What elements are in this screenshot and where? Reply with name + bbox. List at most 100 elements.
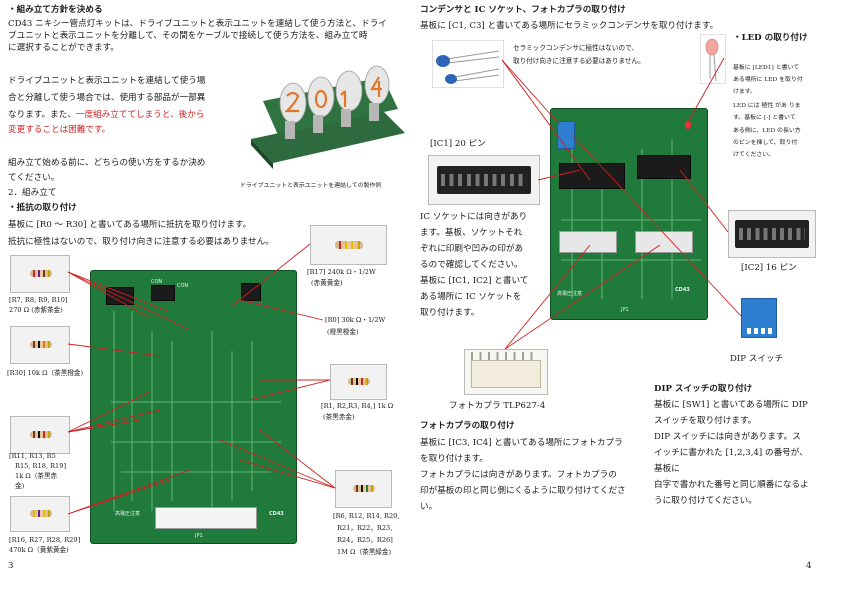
resistor-photo-10k: [10, 326, 70, 364]
ic-socket-16pin-photo: [728, 210, 816, 258]
resistor-label: [R7, R8, R9, R10]: [9, 296, 68, 304]
paragraph-line: ブユニットと表示ユニットを分離して、その間をケーブルで接続して使う方法を、組み立…: [8, 31, 368, 41]
ceramic-capacitor-photo: [432, 40, 504, 88]
section-heading-assembly: 2．組み立て: [8, 188, 57, 198]
paragraph-line: ぞれに印刷や凹みの印があ: [420, 244, 524, 254]
paragraph-line: 組み立て始める前に、どちらの使い方をするか決め: [8, 158, 206, 168]
silkscreen-jp1: JP1: [195, 533, 203, 539]
led-text: LED には 極性 があ りま: [733, 103, 801, 109]
dip-switch-label: DIP スイッチ: [730, 354, 784, 364]
resistor-label: 1M Ω（茶黒緑金): [337, 548, 392, 556]
led-text: ある側に、LED の長い方: [733, 128, 801, 134]
section-heading-dip: DIP スイッチの取り付け: [654, 384, 753, 394]
silkscreen-brand-right: CD43: [675, 287, 690, 293]
resistor-label: R24，R25，R26]: [337, 536, 393, 544]
ic2-label: [IC2] 16 ピン: [741, 263, 797, 273]
ic1-label: [IC1] 20 ピン: [430, 139, 486, 149]
paragraph-line: DIP スイッチには向きがあります。ス: [654, 432, 801, 442]
resistor-label: 1k Ω（茶黒赤: [15, 472, 58, 480]
resistor-photo-1k: [10, 416, 70, 454]
resistor-label: 270 Ω (赤紫茶金): [9, 306, 63, 314]
paragraph-line: ます。基板、ソケットそれ: [420, 228, 523, 238]
drive-unit-pcb-photo: CON CON JP1 CD43 高電圧注意: [90, 270, 297, 544]
assembled-unit-photo: [232, 40, 412, 179]
resistor-label: R15, R18, R19]: [15, 462, 67, 470]
paragraph-line: 白字で書かれた番号と同じ順番になるよ: [654, 480, 809, 490]
led-text: 基板に [LED1] と書いて: [733, 65, 800, 71]
paragraph-line: 取り付けます。: [420, 308, 480, 318]
section-heading-resistors: ・抵抗の取り付け: [8, 203, 77, 213]
paragraph-line: い。: [420, 502, 438, 512]
paragraph-line: 基板に: [654, 464, 680, 474]
resistor-photo-470k: [10, 496, 70, 532]
nixie-unit-illustration: [251, 65, 405, 169]
paragraph-line: IC ソケットには向きがあり: [420, 212, 528, 222]
resistor-photo-1k-b: [330, 364, 387, 400]
ic-socket-20pin-photo: [428, 155, 540, 205]
photo-caption: ドライブユニットと表示ユニットを連結しての製作例: [240, 183, 382, 189]
capacitor-note: セラミックコンデンサに極性はないので、: [513, 44, 639, 52]
resistor-label: [R6, R12, R14, R20,: [333, 512, 400, 520]
warning-text: 変更することは困難です。: [8, 125, 111, 135]
paragraph-line: るので確認してください。: [420, 260, 523, 270]
photocoupler-photo: [464, 349, 548, 395]
paragraph-line: を取り付けます。: [420, 454, 488, 464]
resistor-label: 金): [15, 482, 25, 490]
resistor-label: [R0] 30k Ω・1/2W: [325, 316, 386, 324]
paragraph-line: CD43 ニキシー管点灯キットは、ドライブユニットと表示ユニットを連結して使う方…: [8, 19, 387, 29]
paragraph-line: ドライブユニットと表示ユニットを連結して使う場: [8, 76, 206, 86]
paragraph-text: なります。また、: [8, 110, 76, 120]
paragraph-line: 基板に [SW1] と書いてある場所に DIP: [654, 400, 808, 410]
resistor-label: [R30] 10k Ω（茶黒橙金): [7, 369, 84, 377]
paragraph-line: 基板に [C1, C3] と書いてある場所にセラミックコンデンサを取り付けます。: [420, 21, 719, 31]
capacitor-note: 取り付け向きに注意する必要はありません。: [513, 57, 645, 65]
section-heading-led: ・LED の取り付け: [733, 33, 808, 43]
paragraph-line-with-warning: なります。また、一度組み立ててしまうと、後から: [8, 109, 204, 122]
resistor-label: (赤黄黄金): [311, 279, 343, 287]
paragraph-line: フォトカプラには向きがあります。フォトカプラの: [420, 470, 617, 480]
paragraph-line: 抵抗に極性はないので、取り付け向きに注意する必要はありません。: [8, 237, 274, 247]
paragraph-line: 印が基板の印と同じ側にくるように取り付けてくださ: [420, 486, 626, 496]
silkscreen-brand: CD43: [269, 511, 284, 517]
paragraph-line: うに取り付けてください。: [654, 496, 757, 506]
resistor-label: R21，R22，R23,: [337, 524, 393, 532]
resistor-label: (茶黒赤金): [323, 413, 355, 421]
silkscreen-warning-right: 高電圧注意: [557, 291, 583, 297]
section-heading-policy: ・組み立て方針を決める: [8, 5, 103, 15]
paragraph-line: に選択することができます。: [8, 43, 119, 53]
capacitor-illustration: [436, 50, 500, 84]
dip-switch-photo: [741, 298, 777, 338]
silkscreen-warning: 高電圧注意: [115, 511, 141, 517]
silkscreen-con-a: CON: [151, 279, 163, 285]
led-illustration: [705, 38, 719, 82]
resistor-label: 470k Ω（黄紫黄金): [9, 546, 69, 554]
resistor-photo-1m: [335, 470, 392, 508]
section-heading-capacitors: コンデンサと IC ソケット、フォトカプラの取り付け: [420, 5, 626, 15]
silkscreen-con-b: CON: [177, 283, 189, 289]
section-heading-photocoupler: フォトカプラの取り付け: [420, 421, 515, 431]
led-text: のピンを挿して、取り付: [733, 140, 798, 146]
resistor-label: (橙黒橙金): [327, 328, 359, 336]
warning-text: 一度組み立ててしまうと、後から: [75, 110, 205, 120]
resistor-label: [R17] 240k Ω・1/2W: [307, 268, 376, 276]
led-text: す。基板に [-] と書いて: [733, 115, 796, 121]
paragraph-line: ある場所に IC ソケットを: [420, 292, 522, 302]
display-unit-pcb-photo: 高電圧注意 CD43 JP1: [550, 108, 708, 320]
led-text: けてください。: [733, 152, 775, 158]
page-number: 4: [806, 561, 812, 571]
photocoupler-label: フォトカプラ TLP627-4: [449, 401, 546, 411]
led-text: けます。: [733, 89, 756, 95]
paragraph-line: てください。: [8, 173, 60, 183]
paragraph-line: スイッチを取り付けます。: [654, 416, 757, 426]
paragraph-line: 合と分離して使う場合では、使用する部品が一部異: [8, 93, 206, 103]
resistor-label: [R16, R27, R28, R29]: [9, 536, 81, 544]
paragraph-line: イッチに書かれた [1,2,3,4] の番号が、: [654, 448, 808, 458]
resistor-label: [R11, R13, R5: [9, 452, 56, 460]
led-photo: [700, 34, 726, 84]
resistor-photo-270: [10, 255, 70, 293]
resistor-label: [R1, R2,R3, R4,] 1k Ω: [321, 402, 394, 410]
led-text: ある場所に LED を取り付: [733, 77, 803, 83]
resistor-photo-240k: [310, 225, 387, 265]
paragraph-line: 基板に [R0 ～ R30] と書いてある場所に抵抗を取り付けます。: [8, 220, 252, 230]
paragraph-line: 基板に [IC1, IC2] と書いて: [420, 276, 529, 286]
